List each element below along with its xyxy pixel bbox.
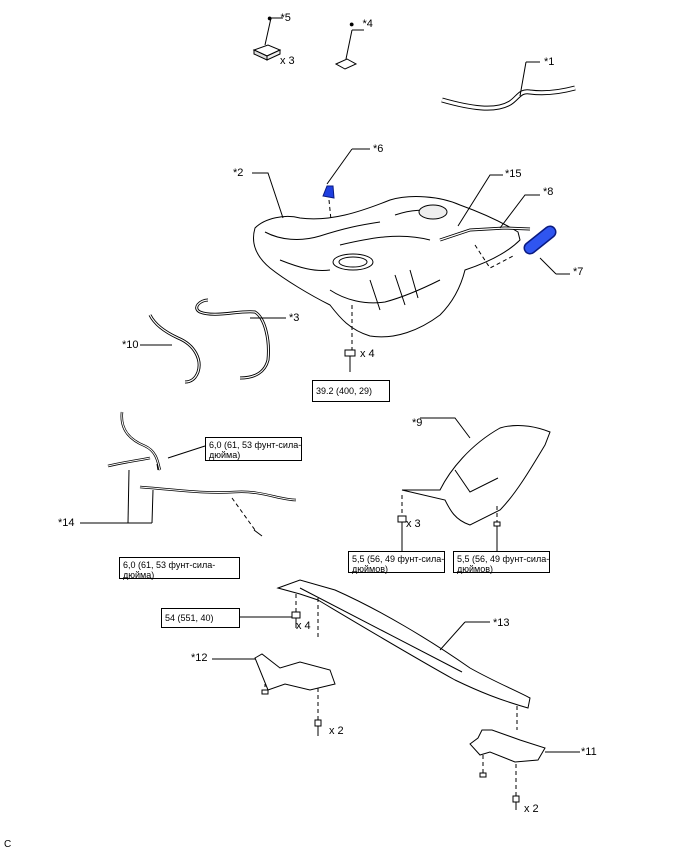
pad-part-5	[252, 17, 283, 61]
crossmember-part-13	[240, 579, 531, 730]
bullet: ●	[349, 19, 355, 29]
torque-line-2: дюймов)	[352, 564, 388, 574]
fuel-tank-part-2	[252, 172, 521, 372]
label-part-3: *3	[289, 312, 300, 324]
torque-box-crossmember: 54 (551, 40)	[161, 608, 240, 628]
quantity-x4-crossmember-bolt: x 4	[296, 620, 311, 632]
label-part-7: *7	[573, 266, 584, 278]
fuel-line-part-3	[195, 298, 286, 380]
clip-part-6	[322, 148, 370, 241]
torque-box-protector-right: 5,5 (56, 49 фунт-сила- дюймов)	[453, 551, 550, 574]
torque-box-line-upper: 6,0 (61, 53 фунт-сила- дюйма)	[205, 437, 302, 461]
label-part-5: ● *5	[267, 12, 291, 24]
quantity-x2-right-bracket-bolt: x 2	[524, 803, 539, 815]
torque-line-2: дюйма)	[123, 570, 155, 580]
torque-line-1: 6,0 (61, 53 фунт-сила-	[123, 560, 216, 570]
label-part-10: *10	[122, 339, 139, 351]
label-part-15: *15	[505, 168, 522, 180]
label-part-14: *14	[58, 517, 75, 529]
torque-box-line-lower: 6,0 (61, 53 фунт-сила- дюйма)	[119, 557, 240, 580]
label-part-11: *11	[581, 746, 597, 758]
torque-line-1: 5,5 (56, 49 фунт-сила-	[457, 554, 550, 564]
label-part-4: ● *4	[349, 18, 373, 30]
protector-part-9	[397, 417, 551, 551]
torque-line-2: дюймов)	[457, 564, 493, 574]
torque-line-1: 5,5 (56, 49 фунт-сила-	[352, 554, 445, 564]
quantity-x4-tank-bolt: x 4	[360, 348, 375, 360]
fuel-lines-part-14	[80, 411, 297, 537]
torque-line-2: дюйма)	[209, 450, 241, 460]
label-part-12: *12	[191, 652, 208, 664]
figure-code: C	[4, 839, 12, 850]
hose-part-7	[523, 225, 570, 275]
torque-box-tank: 39.2 (400, 29)	[312, 380, 390, 402]
pad-part-4	[334, 29, 364, 70]
bracket-part-12	[212, 653, 336, 736]
bracket-part-11	[469, 729, 580, 810]
label-part-2: *2	[233, 167, 244, 179]
quantity-x3-protector-bolt: x 3	[406, 518, 421, 530]
label-part-1: *1	[544, 56, 555, 68]
fuel-line-part-10	[140, 314, 201, 384]
bullet: ●	[267, 13, 273, 23]
label-part-9: *9	[412, 417, 423, 429]
hose-part-1	[441, 61, 576, 111]
quantity-x2-left-bracket-bolt: x 2	[329, 725, 344, 737]
label-part-13: *13	[493, 617, 510, 629]
quantity-x3-pad: x 3	[280, 55, 295, 67]
torque-box-protector-left: 5,5 (56, 49 фунт-сила- дюймов)	[348, 551, 445, 574]
label-part-4-text: *4	[362, 18, 373, 30]
label-part-5-text: *5	[280, 12, 291, 24]
fuel-lines-part-15-8	[439, 174, 540, 269]
label-part-6: *6	[373, 143, 384, 155]
torque-line-1: 6,0 (61, 53 фунт-сила-	[209, 440, 302, 450]
label-part-8: *8	[543, 186, 554, 198]
